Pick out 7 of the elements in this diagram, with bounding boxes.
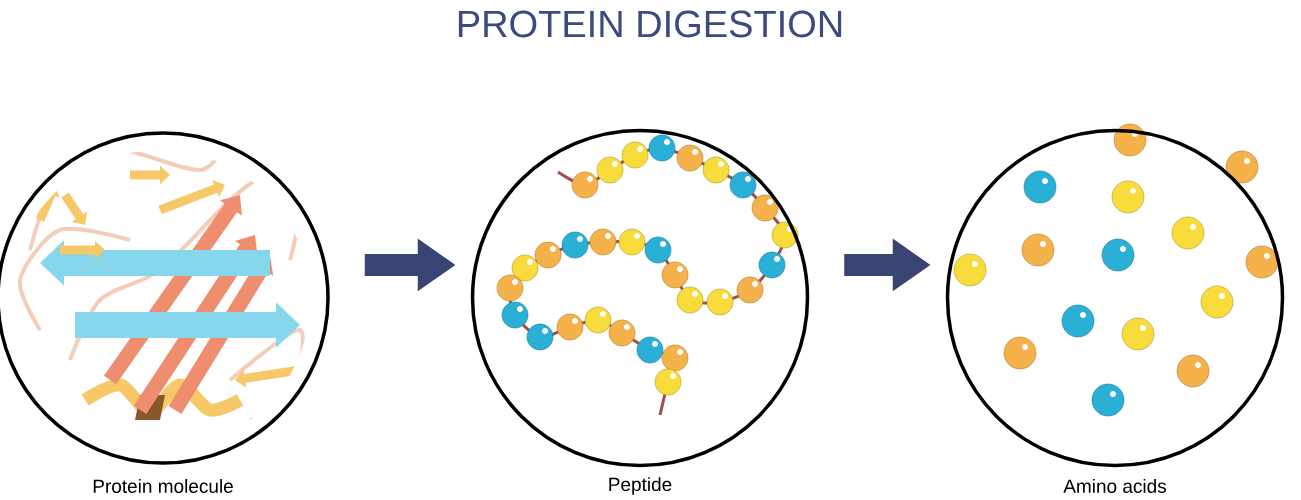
node-label: Protein molecule [93, 479, 233, 493]
node-label: Amino acids [1063, 479, 1167, 493]
node-label: Peptide [609, 477, 672, 495]
circle-frame [945, 128, 1285, 468]
title: PROTEIN DIGESTION [458, 10, 842, 38]
circle-frame [470, 128, 810, 468]
circle-frame [0, 131, 330, 465]
